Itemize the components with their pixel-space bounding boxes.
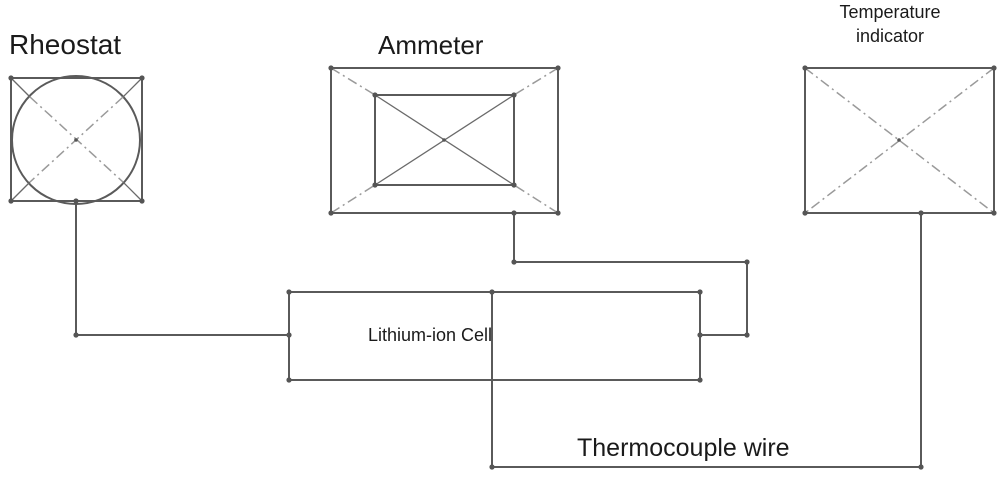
cell-label: Lithium-ion Cell (368, 325, 492, 345)
thermocouple-wire-label: Thermocouple wire (577, 434, 790, 462)
ammeter-outer-frame (330, 67, 559, 214)
temperature-indicator-label-line1: Temperature (839, 2, 940, 22)
temperature-indicator (802, 65, 997, 216)
temperature-indicator-label-line2: indicator (856, 26, 924, 46)
rheostat-label: Rheostat (9, 29, 121, 60)
ammeter (328, 65, 561, 216)
rheostat (8, 75, 145, 205)
temperature-indicator-frame (804, 67, 995, 214)
ammeter-label: Ammeter (378, 30, 484, 60)
wire-ammeter-to-cell (513, 213, 748, 336)
wire-thermocouple (491, 213, 922, 468)
lithium-ion-cell (286, 289, 703, 383)
ammeter-display (374, 94, 515, 186)
wiring (73, 198, 924, 470)
wire-rheostat-to-cell (75, 201, 289, 336)
cell-body (288, 291, 701, 381)
